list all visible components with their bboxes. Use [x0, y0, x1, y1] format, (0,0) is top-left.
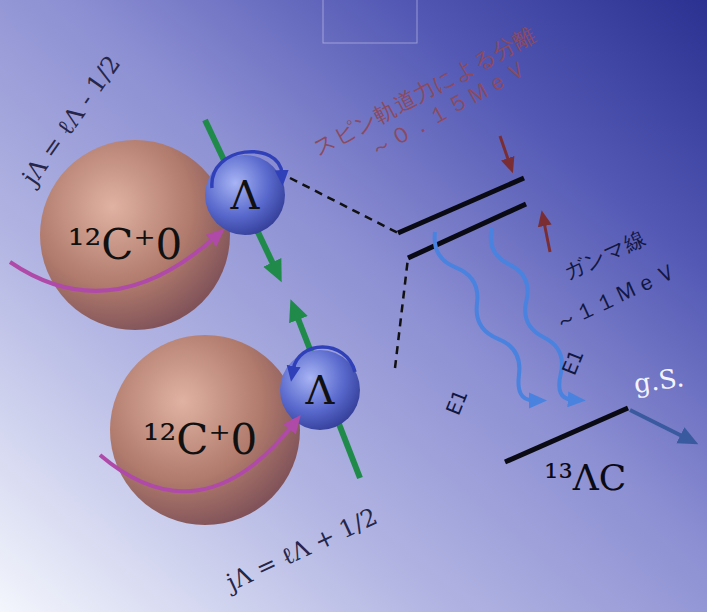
hypernucleus-label: ¹³ΛC	[544, 458, 626, 498]
core-label: ¹²C⁺0	[68, 224, 183, 266]
splitting-arrow	[544, 222, 550, 252]
core-sphere	[110, 335, 300, 525]
j-label: jΛ = ℓΛ - 1/2	[17, 50, 127, 190]
spin-rotation-arrow	[293, 347, 355, 372]
splitting-arrow	[500, 136, 509, 162]
gamma-transition	[435, 232, 533, 400]
lambda-label: Λ	[231, 175, 260, 215]
dashed-link	[290, 178, 398, 233]
faint-frame	[323, 0, 417, 43]
transition-label: E1	[557, 346, 589, 379]
energy-level	[398, 178, 524, 233]
lambda-sphere-node: Λ	[280, 350, 360, 430]
transition-label: E1	[441, 386, 473, 419]
core-sphere-node: ¹²C⁺0	[40, 140, 230, 330]
energy-level	[408, 204, 526, 258]
core-sphere	[40, 140, 230, 330]
core-label: ¹²C⁺0	[143, 419, 258, 461]
lambda-sphere-node: Λ	[205, 155, 285, 235]
ground-state-level	[505, 408, 628, 462]
core-sphere-node: ¹²C⁺0	[110, 335, 300, 525]
ground-state-arrow	[630, 410, 684, 437]
dashed-link	[395, 258, 408, 368]
lambda-sphere	[280, 350, 360, 430]
lambda-label: Λ	[306, 370, 335, 410]
ground-state-label: g.S.	[632, 362, 686, 399]
j-label: jΛ = ℓΛ + 1/2	[222, 502, 382, 596]
